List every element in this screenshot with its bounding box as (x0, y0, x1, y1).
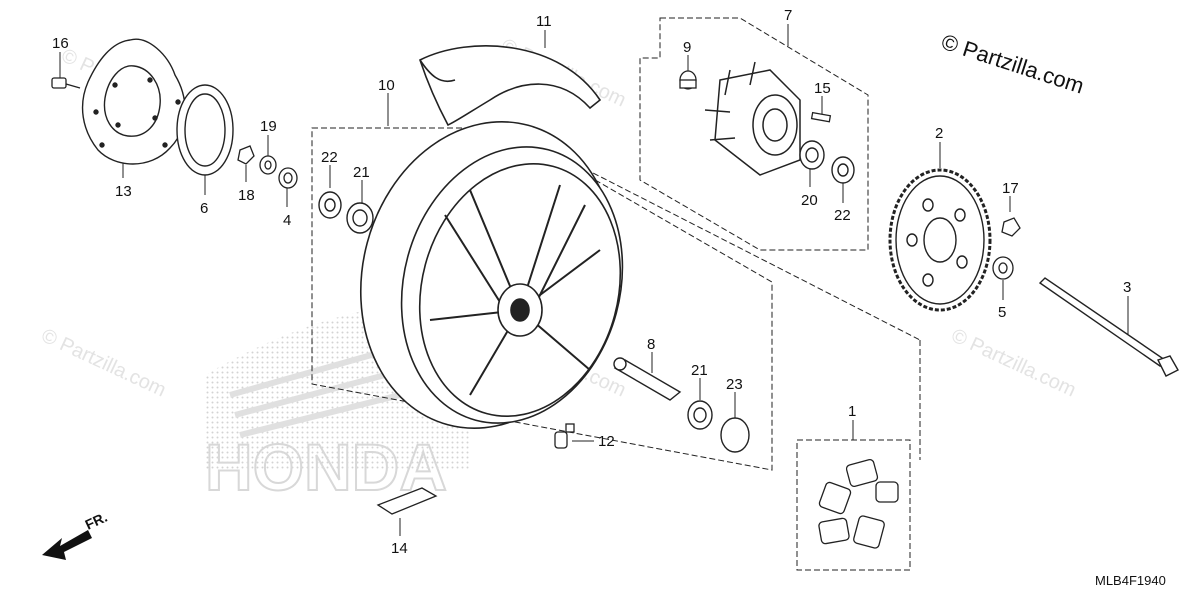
callout-8: 8 (647, 336, 655, 353)
direction-label: FR. (83, 509, 110, 533)
watermark-text: © Partzilla.com (948, 325, 1079, 402)
callout-11: 11 (536, 13, 552, 30)
seal-part-22b[interactable] (831, 156, 855, 184)
distance-collar-part-8[interactable] (613, 357, 682, 401)
callout-7: 7 (784, 7, 792, 24)
damper-assembly-box (796, 439, 911, 571)
disc-adapter-part-6[interactable] (176, 84, 234, 176)
disc-bolt-part-16[interactable] (51, 77, 81, 89)
nut-part-17[interactable] (1001, 217, 1021, 237)
wheel-part-10[interactable] (327, 93, 652, 457)
callout-23: 23 (726, 376, 743, 393)
collar-part-5[interactable] (992, 256, 1014, 280)
washer-part-19[interactable] (259, 155, 277, 175)
collar-part-4[interactable] (278, 167, 298, 189)
callout-13: 13 (115, 183, 132, 200)
bearing-part-21b[interactable] (687, 400, 713, 430)
callout-labels: 16 13 6 19 18 4 22 21 10 11 7 9 15 20 22… (52, 7, 1131, 557)
bearing-part-21[interactable] (346, 202, 374, 234)
axle-part-3[interactable] (1038, 277, 1179, 377)
callout-4: 4 (283, 212, 291, 229)
callout-12: 12 (598, 433, 615, 450)
valve-part-12[interactable] (554, 423, 575, 449)
callout-22b: 22 (834, 207, 851, 224)
callout-20: 20 (801, 192, 818, 209)
hub-part-7[interactable] (704, 61, 801, 176)
copyright-text: © Partzilla.com (938, 29, 1087, 99)
callout-16: 16 (52, 35, 69, 52)
bearing-part-20[interactable] (799, 140, 825, 170)
o-ring-part-23[interactable] (720, 417, 750, 453)
callout-18: 18 (238, 187, 255, 204)
damper-set-part-1[interactable] (818, 459, 899, 549)
callout-19: 19 (260, 118, 277, 135)
wheel-assembly-box (311, 127, 773, 471)
seal-part-22[interactable] (318, 191, 342, 219)
collar-part-9[interactable] (679, 70, 697, 90)
callout-9: 9 (683, 39, 691, 56)
honda-logo-text: HONDA (205, 430, 447, 504)
callout-5: 5 (998, 304, 1006, 321)
stud-part-15[interactable] (810, 111, 832, 123)
callout-1: 1 (848, 403, 856, 420)
callout-15: 15 (814, 80, 831, 97)
caution-label-part-14[interactable] (376, 487, 438, 515)
tire-part-11[interactable] (419, 45, 602, 127)
callout-21a: 21 (353, 164, 370, 181)
front-direction-arrow: FR. (42, 509, 110, 560)
callout-17: 17 (1002, 180, 1019, 197)
callout-14: 14 (391, 540, 408, 557)
callout-3: 3 (1123, 279, 1131, 296)
callout-6: 6 (200, 200, 208, 217)
callout-22a: 22 (321, 149, 338, 166)
sprocket-part-2[interactable] (888, 168, 992, 312)
nut-part-18[interactable] (237, 145, 255, 165)
watermark-text: © Partzilla.com (38, 325, 169, 402)
callout-2: 2 (935, 125, 943, 142)
hub-assembly-box (639, 17, 869, 251)
callout-10: 10 (378, 77, 395, 94)
callout-21b: 21 (691, 362, 708, 379)
diagram-code: MLB4F1940 (1095, 573, 1166, 588)
brake-disc-part-13[interactable] (81, 38, 186, 165)
